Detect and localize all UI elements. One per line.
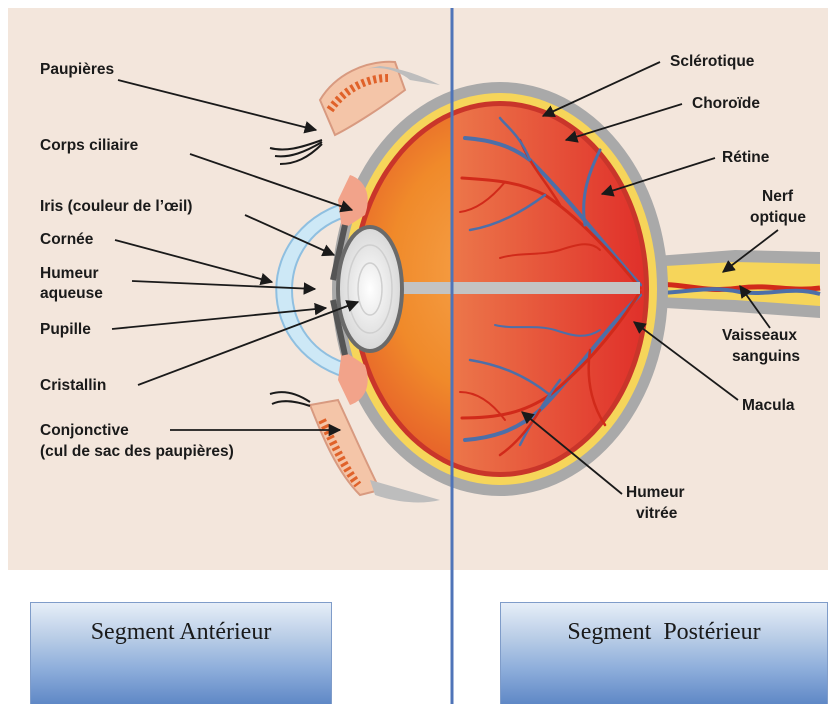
visual-axis-shape bbox=[395, 282, 640, 294]
label-conjonctive-1: Conjonctive bbox=[40, 422, 129, 439]
label-nerf: Nerf bbox=[762, 188, 794, 205]
label-optique: optique bbox=[750, 209, 806, 226]
label-choroide: Choroïde bbox=[692, 95, 760, 112]
label-retine: Rétine bbox=[722, 149, 770, 166]
label-pupille: Pupille bbox=[40, 321, 91, 338]
label-sanguins: sanguins bbox=[732, 348, 800, 365]
anterior-segment-label: Segment Antérieur bbox=[31, 619, 331, 646]
label-vaisseaux: Vaisseaux bbox=[722, 327, 797, 344]
posterior-segment-box: Segment Postérieur bbox=[500, 602, 828, 704]
label-iris: Iris (couleur de l’œil) bbox=[40, 198, 192, 215]
label-humeur-vitree-1: Humeur bbox=[626, 484, 685, 501]
anterior-segment-box: Segment Antérieur bbox=[30, 602, 332, 704]
label-paupieres: Paupières bbox=[40, 61, 114, 78]
posterior-segment-label: Segment Postérieur bbox=[501, 619, 827, 646]
label-cornee: Cornée bbox=[40, 231, 94, 248]
label-humeur-vitree-2: vitrée bbox=[636, 505, 678, 522]
label-cristallin: Cristallin bbox=[40, 377, 106, 394]
label-corps-ciliaire: Corps ciliaire bbox=[40, 137, 139, 154]
label-macula: Macula bbox=[742, 397, 795, 414]
label-conjonctive-2: (cul de sac des paupières) bbox=[40, 443, 234, 460]
label-humeur-aqueuse-2: aqueuse bbox=[40, 285, 103, 302]
label-humeur-aqueuse-1: Humeur bbox=[40, 265, 99, 282]
label-sclerotique: Sclérotique bbox=[670, 53, 755, 70]
